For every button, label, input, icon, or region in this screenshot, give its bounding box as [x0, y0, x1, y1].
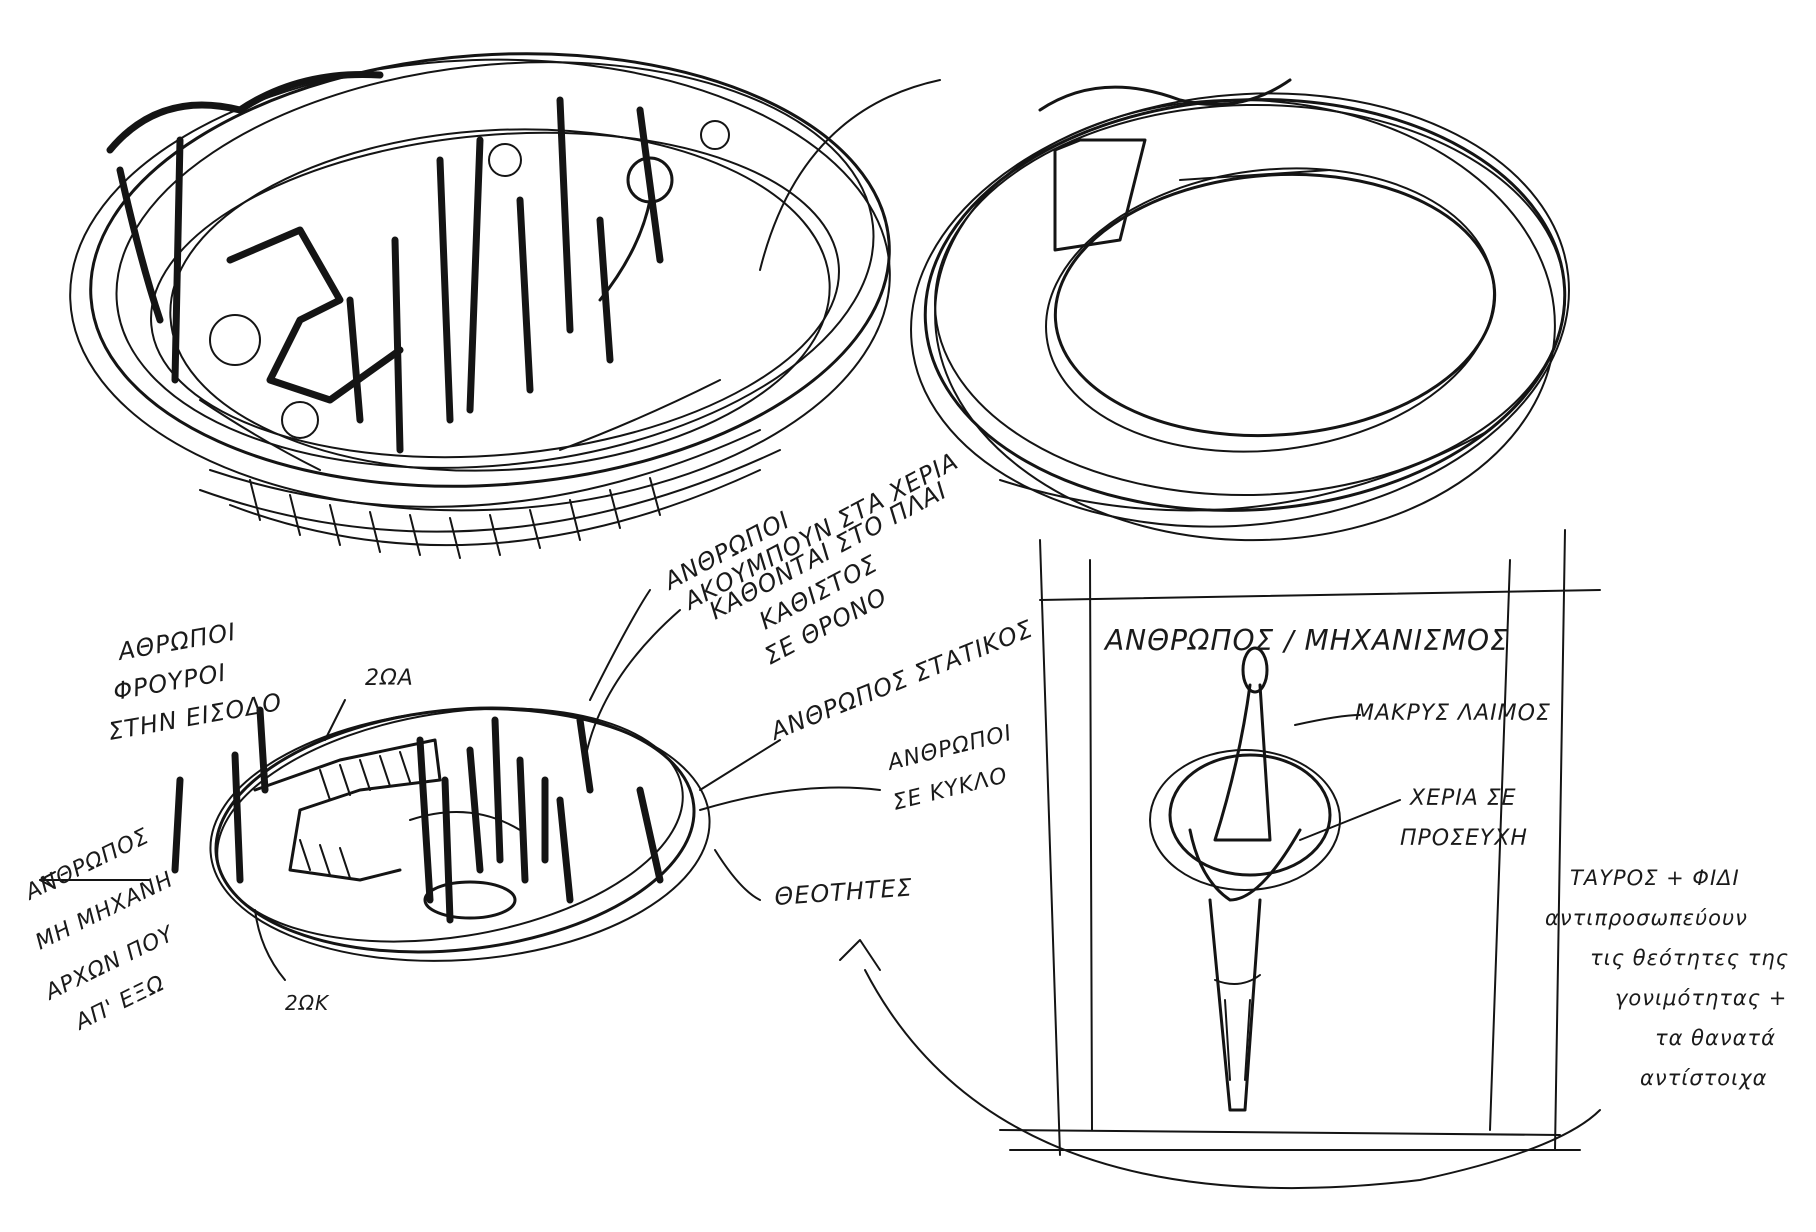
label-hands: ΧΕΡΙΑ ΣΕ ΠΡΟΣΕΥΧΗ [1400, 786, 1528, 851]
label-right-line3: τις θεότητες της [1590, 946, 1789, 970]
label-right-line4: γονιμότητας + [1615, 986, 1787, 1010]
label-neck: ΜΑΚΡΥΣ ΛΑΙΜΟΣ [1355, 701, 1551, 726]
label-left-note: ΑΝΘΡΩΠΟΣ ΜΗ ΜΗΧΑΝΗ ΑΡΧΩΝ ΠΟΥ ΑΠ' ΕΞΩ [20, 824, 179, 1036]
label-figure-title: ΑΝΘΡΩΠΟΣ / ΜΗΧΑΝΙΣΜΟΣ [1103, 624, 1509, 657]
label-throne-people: ΑΝΘΡΩΠΟΙ ΑΚΟΥΜΠΟΥΝ ΣΤΑ ΧΕΡΙΑ ΚΑΘΟΝΤΑΙ ΣΤ… [658, 447, 963, 670]
label-zone-a: 2ΩΑ [365, 666, 414, 691]
label-right-line2: αντιπροσωπεύουν [1545, 906, 1748, 930]
plan-sketch-figures [175, 678, 718, 978]
ring-sketch-open [889, 62, 1590, 559]
label-entrance-line2: ΦΡΟΥΡΟΙ [111, 658, 228, 705]
goddess-figure [1150, 648, 1340, 1110]
label-hands-line1: ΧΕΡΙΑ ΣΕ [1409, 786, 1517, 811]
label-goddesses: ΘΕΟΤΗΤΕΣ [773, 873, 913, 911]
label-circle-people: ΑΝΘΡΩΠΟΙ ΣΕ ΚΥΚΛΟ [883, 721, 1014, 816]
label-right-line6: αντίστοιχα [1640, 1066, 1768, 1090]
label-zone-k: 2ΩΚ [285, 991, 330, 1015]
bowl-sketch-dense [62, 26, 904, 558]
label-right-line5: τα θανατά [1655, 1026, 1776, 1050]
label-hands-line2: ΠΡΟΣΕΥΧΗ [1400, 826, 1528, 851]
label-right-note: ΤΑΥΡΟΣ + ΦΙΔΙ αντιπροσωπεύουν τις θεότητ… [1545, 866, 1789, 1090]
label-right-line1: ΤΑΥΡΟΣ + ΦΙΔΙ [1570, 866, 1740, 890]
